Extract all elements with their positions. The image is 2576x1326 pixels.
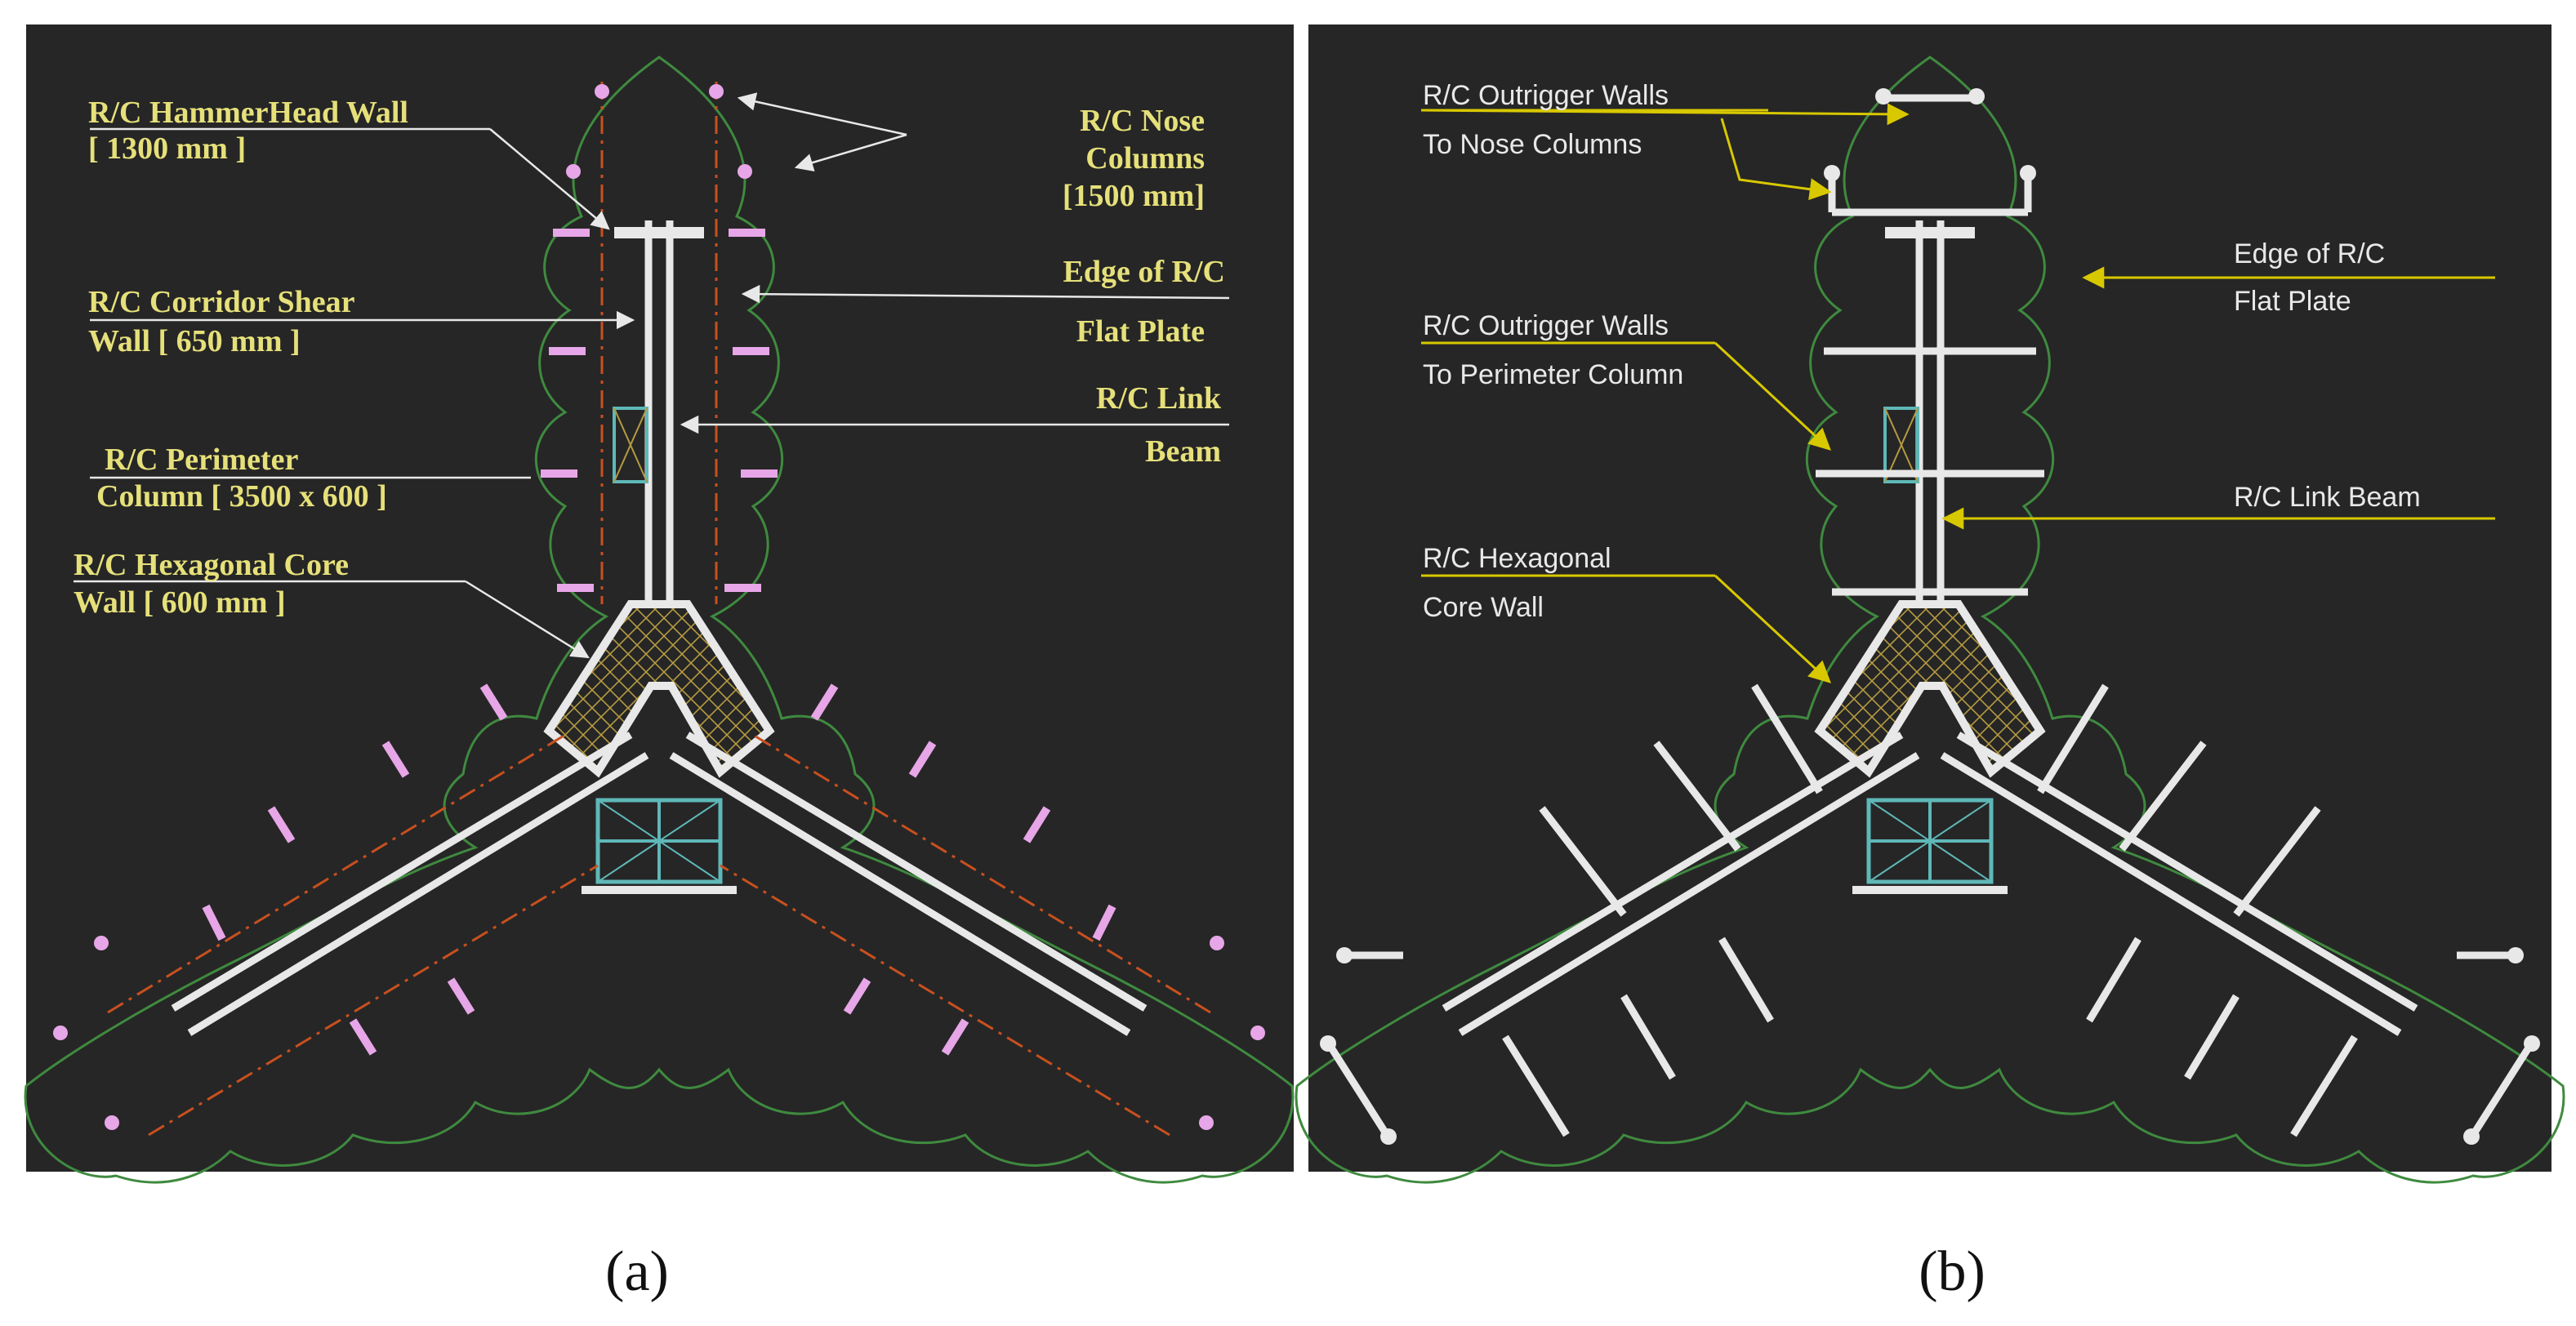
label-perimeter-column-2: Column [ 3500 x 600 ] bbox=[96, 479, 387, 514]
label-corridor-wall-2: Wall [ 650 mm ] bbox=[88, 324, 301, 358]
label-outrigger-perim-1: R/C Outrigger Walls bbox=[1423, 310, 1669, 341]
label-nose-columns-1: R/C Nose bbox=[1080, 104, 1205, 138]
label-link-beam-1: R/C Link bbox=[1096, 381, 1222, 416]
label-edge-plate-b-1: Edge of R/C bbox=[2234, 238, 2385, 269]
label-hex-core-2: Wall [ 600 mm ] bbox=[74, 585, 286, 620]
label-edge-plate-b-2: Flat Plate bbox=[2234, 286, 2351, 317]
caption-b: (b) bbox=[1919, 1240, 1985, 1303]
label-outrigger-nose-1: R/C Outrigger Walls bbox=[1423, 80, 1669, 111]
label-outrigger-nose-2: To Nose Columns bbox=[1423, 129, 1642, 160]
label-edge-plate-1: Edge of R/C bbox=[1063, 255, 1225, 289]
label-edge-plate-2: Flat Plate bbox=[1076, 314, 1205, 349]
label-hex-core-1: R/C Hexagonal Core bbox=[74, 548, 349, 582]
label-link-beam-2: Beam bbox=[1145, 434, 1221, 469]
panel-a-background bbox=[26, 24, 1294, 1172]
label-hammerhead-dim: [ 1300 mm ] bbox=[88, 131, 246, 166]
label-corridor-wall-1: R/C Corridor Shear bbox=[88, 285, 355, 319]
caption-a: (a) bbox=[605, 1240, 669, 1303]
panel-b: R/C Outrigger Walls To Nose Columns Edge… bbox=[1296, 24, 2564, 1303]
label-nose-columns-3: [1500 mm] bbox=[1063, 179, 1205, 213]
label-hammerhead-wall: R/C HammerHead Wall bbox=[88, 96, 408, 130]
label-perimeter-column-1: R/C Perimeter bbox=[105, 443, 298, 477]
label-nose-columns-2: Columns bbox=[1085, 141, 1205, 176]
label-hex-core-b-1: R/C Hexagonal bbox=[1423, 543, 1611, 574]
label-hex-core-b-2: Core Wall bbox=[1423, 592, 1544, 623]
panel-b-floor-plan bbox=[1296, 57, 2564, 1182]
panel-a-floor-plan bbox=[25, 57, 1293, 1182]
label-outrigger-perim-2: To Perimeter Column bbox=[1423, 359, 1683, 390]
panel-a: R/C HammerHead Wall [ 1300 mm ] R/C Nose… bbox=[25, 24, 1294, 1303]
label-link-beam-b: R/C Link Beam bbox=[2234, 482, 2421, 513]
